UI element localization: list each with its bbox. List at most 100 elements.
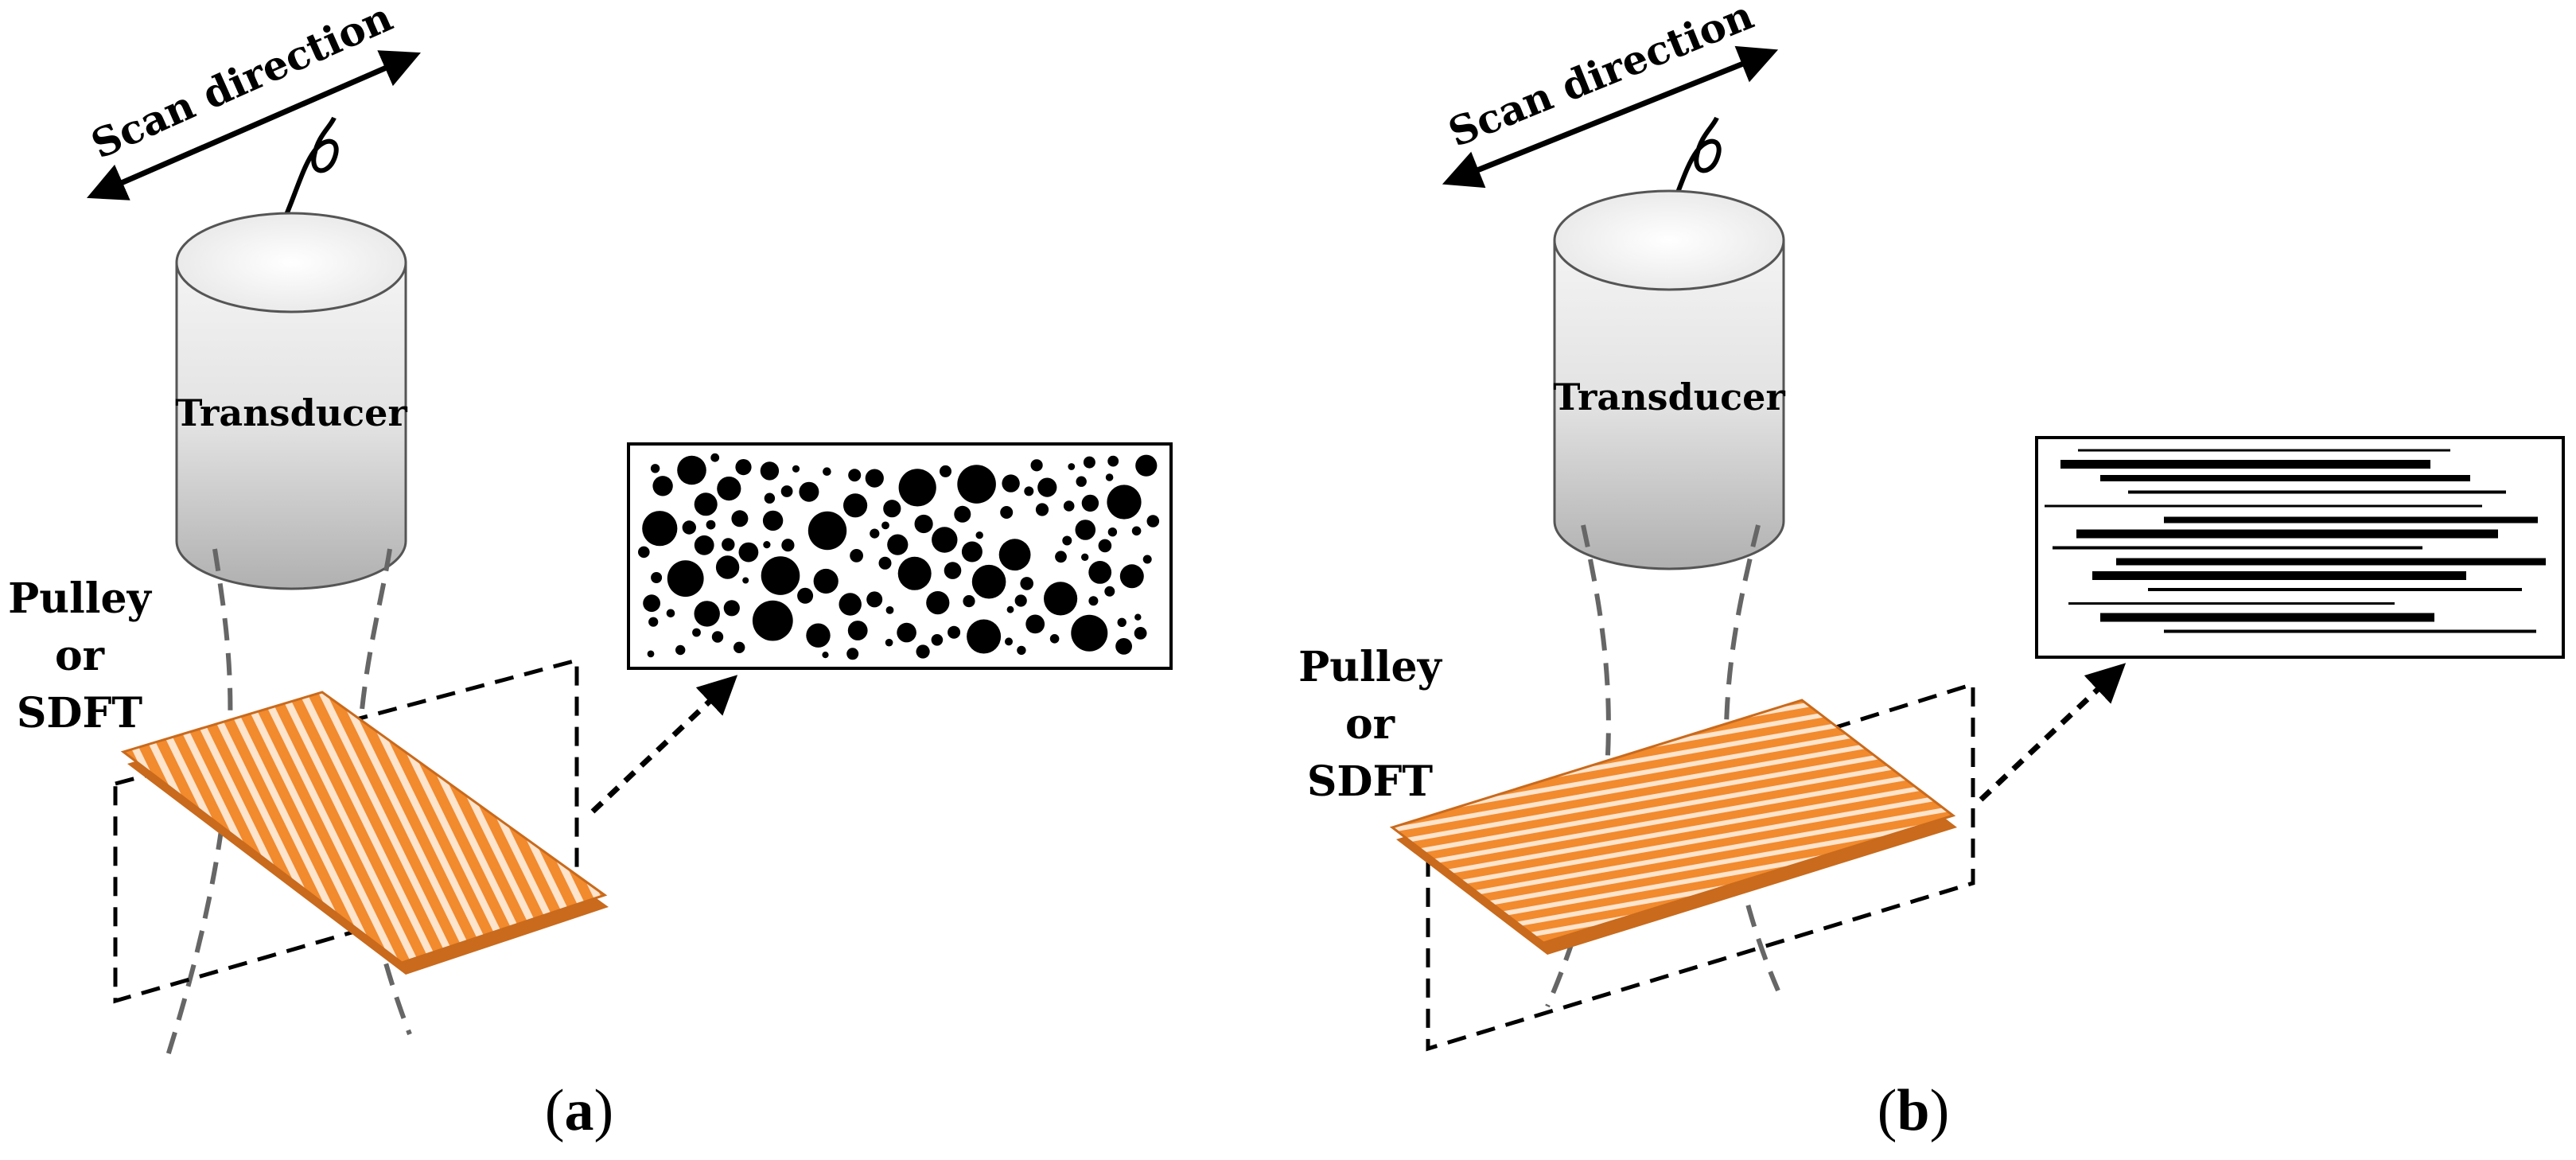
fiber-dot <box>1146 515 1160 527</box>
fiber-dot <box>1020 577 1033 590</box>
fiber-dot <box>839 593 862 616</box>
zoom-arrow <box>590 675 738 814</box>
fiber-dot <box>1000 506 1014 519</box>
specimen-label-line-3: SDFT <box>1307 757 1434 806</box>
fiber-dot <box>1044 582 1078 616</box>
fiber-dot <box>881 521 889 530</box>
fiber-dot <box>694 535 714 555</box>
fiber-dot <box>963 595 975 608</box>
fiber-dot <box>1005 637 1013 646</box>
scan-plane <box>113 657 579 1004</box>
fiber-dot <box>850 549 863 562</box>
fiber-dot <box>1017 645 1026 656</box>
fiber-dot <box>731 510 749 527</box>
fiber-dot <box>761 556 800 595</box>
transducer-label: Transducer <box>1553 376 1785 418</box>
fiber-dot <box>694 492 718 516</box>
fiber-dot <box>762 510 784 531</box>
zoom-arrow <box>1979 663 2127 802</box>
fiber-dot <box>847 621 868 640</box>
panel-a: Scan direction Transducer Pulley or SDFT <box>8 0 1173 1143</box>
fiber-dot <box>651 572 663 583</box>
inset-cross-section <box>627 442 1173 670</box>
fiber-dot <box>1105 473 1114 481</box>
fiber-dot <box>711 631 724 643</box>
scan-direction-arrow <box>1442 45 1779 189</box>
fiber-dot <box>807 511 847 551</box>
fiber-dot <box>1134 613 1142 621</box>
fiber-dot <box>1088 596 1099 606</box>
fiber-dot <box>735 459 752 476</box>
fiber-dot <box>1068 463 1076 470</box>
fiber-dot <box>764 492 776 504</box>
fiber-dot <box>883 500 901 518</box>
fiber-dot <box>638 546 650 559</box>
fiber-dot <box>870 528 880 539</box>
fiber-dot <box>1115 638 1132 655</box>
fiber-dot <box>675 644 686 656</box>
fiber-dot <box>722 538 735 551</box>
fiber-dot <box>1083 456 1095 469</box>
fiber-dot <box>797 587 814 604</box>
fiber-dots <box>638 453 1160 660</box>
fiber-dot <box>806 623 831 648</box>
fiber-dot <box>647 650 655 658</box>
fiber-dot <box>865 469 884 488</box>
fiber-dot <box>1131 526 1142 536</box>
fiber-dot <box>940 465 951 477</box>
fiber-dot <box>1098 539 1112 553</box>
fiber-dot <box>957 465 996 504</box>
fiber-dot <box>823 467 831 476</box>
fiber-dot <box>717 477 741 501</box>
fiber-dot <box>715 555 740 579</box>
fiber-dot <box>648 617 659 627</box>
transducer: Transducer <box>1553 189 1785 570</box>
fiber-dot <box>667 560 704 598</box>
tendon-specimen <box>120 691 609 975</box>
fiber-dot <box>897 556 932 590</box>
fiber-dot <box>1035 503 1049 516</box>
fiber-dot <box>1107 485 1142 520</box>
fiber-dot <box>733 641 745 653</box>
fiber-dot <box>1024 486 1034 496</box>
fiber-dot <box>843 493 868 518</box>
fiber-dot <box>971 564 1006 599</box>
fiber-dot <box>1081 553 1089 561</box>
fiber-dot <box>998 539 1031 571</box>
fiber-dot <box>1006 605 1014 613</box>
fiber-dot <box>799 481 819 502</box>
fiber-dot <box>1049 634 1060 644</box>
fiber-dot <box>706 520 716 530</box>
fiber-dot <box>1025 614 1045 634</box>
fiber-dot <box>666 609 675 618</box>
fiber-dot <box>1014 594 1027 607</box>
fiber-dot <box>1107 455 1119 467</box>
caption-b: (b) <box>1878 1078 1949 1143</box>
fiber-dot <box>763 541 771 549</box>
beam-line-right <box>1723 524 1780 992</box>
fiber-dot <box>710 453 720 462</box>
fiber-dot <box>813 568 839 594</box>
fiber-dot <box>1134 627 1147 640</box>
fiber-dot <box>878 556 892 570</box>
fiber-dot <box>967 619 1002 654</box>
fiber-dot <box>1055 551 1067 563</box>
fiber-dot <box>1142 555 1152 564</box>
fiber-dot <box>643 594 660 613</box>
fiber-dot <box>975 531 983 539</box>
scan-direction-arrow <box>87 50 421 200</box>
specimen-label-line-2: or <box>55 632 105 680</box>
specimen-label-line-2: or <box>1345 700 1395 749</box>
fiber-dot <box>692 628 701 637</box>
fiber-dot <box>1063 500 1075 512</box>
fiber-dot <box>682 520 696 535</box>
fiber-dot <box>1119 564 1144 589</box>
transducer: Transducer <box>175 212 407 590</box>
specimen-label-line-3: SDFT <box>17 689 143 738</box>
fiber-dot <box>848 469 862 482</box>
fiber-dot <box>1107 527 1118 537</box>
fiber-dot <box>694 601 720 627</box>
fiber-dot <box>954 505 971 523</box>
fiber-dot <box>866 591 883 608</box>
